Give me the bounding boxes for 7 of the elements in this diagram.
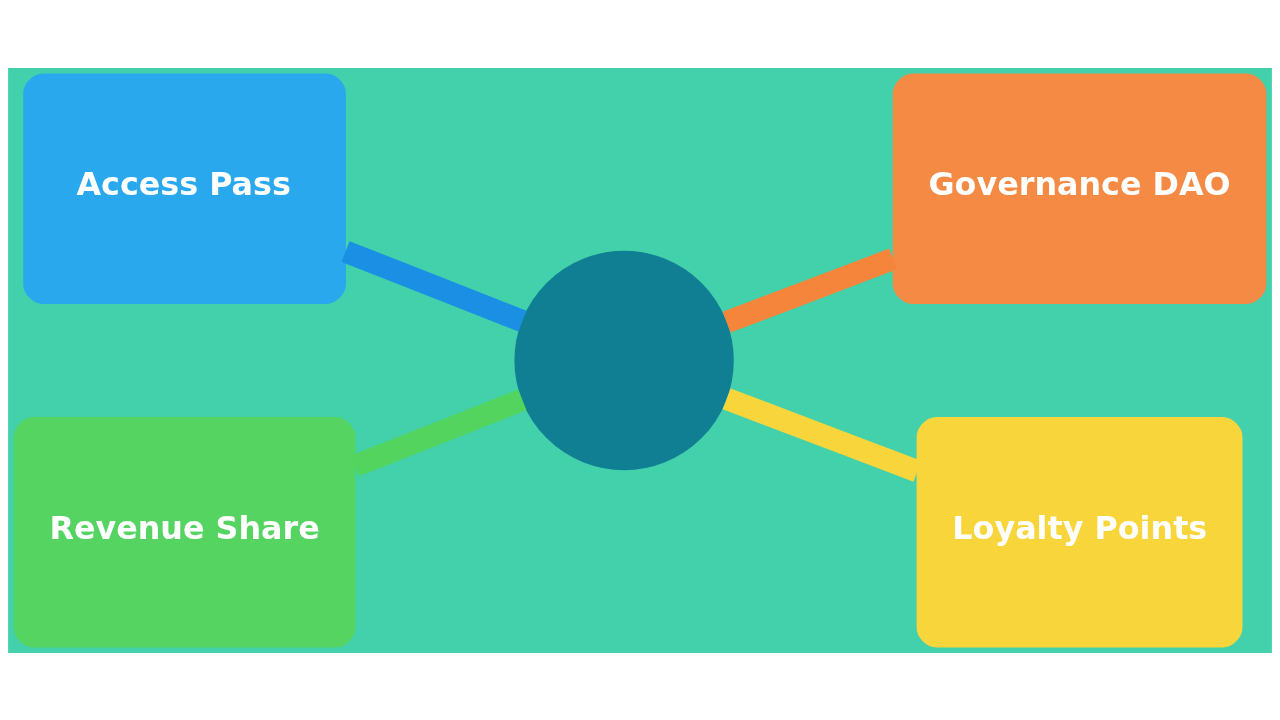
connector <box>341 240 527 331</box>
node-box: Governance DAO <box>892 73 1267 304</box>
connector <box>722 248 898 333</box>
node-box: Loyalty Points <box>916 416 1243 647</box>
node-box: Revenue Share <box>13 416 356 647</box>
node-circle <box>514 250 734 470</box>
node-box: Access Pass <box>23 73 346 304</box>
